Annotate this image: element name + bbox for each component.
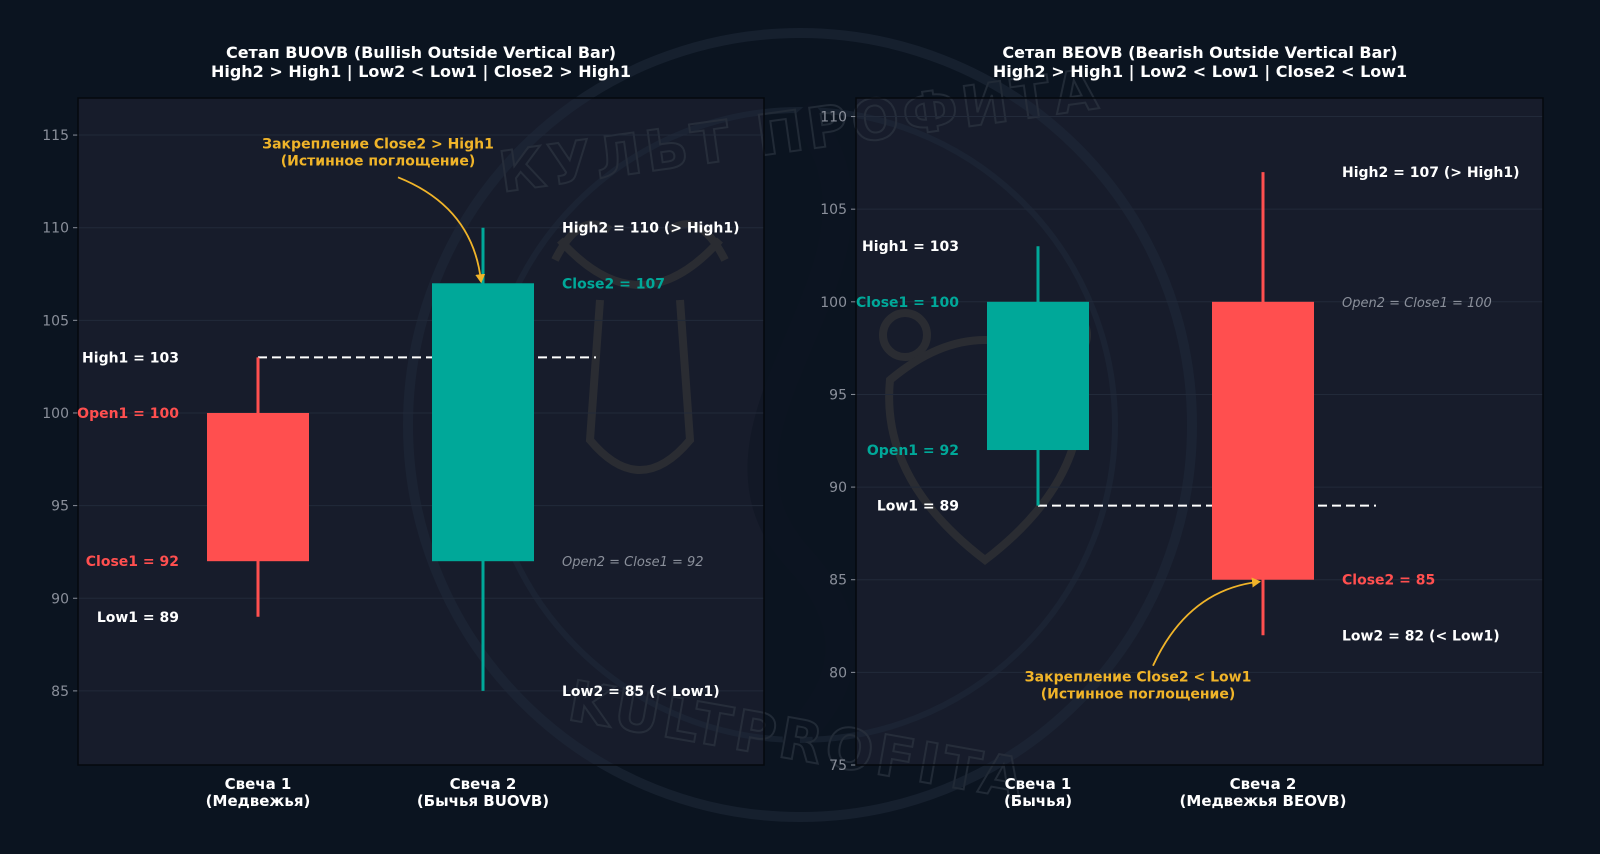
candle-1-body (207, 412, 309, 562)
y-tick-label: 105 (820, 202, 847, 218)
y-tick-label: 85 (829, 573, 847, 589)
x-tick-label-line2: (Медвежья BEOVB) (1180, 792, 1347, 810)
value-label: Low2 = 85 (< Low1) (562, 684, 720, 700)
value-label: Open1 = 100 (77, 406, 179, 422)
value-label: Close2 = 85 (1342, 573, 1435, 589)
plot-frame (855, 97, 1544, 766)
candle-2-body (432, 283, 534, 562)
annotation-line2: (Истинное поглощение) (1041, 687, 1236, 703)
value-label: Open1 = 92 (867, 443, 959, 459)
chart-panel-1: Сетап BUOVB (Bullish Outside Vertical Ba… (42, 43, 765, 810)
chart-title-line1: Сетап BUOVB (Bullish Outside Vertical Ba… (226, 43, 616, 62)
value-label: High1 = 103 (82, 350, 179, 366)
y-tick-label: 110 (820, 110, 847, 126)
x-tick-label-line2: (Медвежья) (206, 792, 311, 810)
candle-2-body (1212, 301, 1314, 580)
x-tick-label-line1: Свеча 2 (1230, 775, 1297, 793)
value-label: High2 = 110 (> High1) (562, 221, 739, 237)
y-tick-label: 80 (829, 665, 847, 681)
value-label: Low2 = 82 (< Low1) (1342, 628, 1500, 644)
annotation-line2: (Истинное поглощение) (281, 153, 476, 169)
chart-title-line1: Сетап BEOVB (Bearish Outside Vertical Ba… (1002, 43, 1397, 62)
annotation-line1: Закрепление Close2 < Low1 (1025, 670, 1252, 686)
y-tick-label: 100 (42, 406, 69, 422)
y-tick-label: 95 (51, 499, 69, 515)
watermark-outer-ring (403, 28, 1197, 822)
charts-layer: Сетап BUOVB (Bullish Outside Vertical Ba… (42, 43, 1544, 810)
x-tick-label-line1: Свеча 1 (225, 775, 292, 793)
annotation-line1: Закрепление Close2 > High1 (262, 136, 494, 152)
x-tick-label-line2: (Бычья) (1004, 792, 1072, 810)
x-tick-label-line1: Свеча 1 (1005, 775, 1072, 793)
panel-right-background (856, 98, 1543, 765)
value-label: Open2 = Close1 = 100 (1342, 296, 1492, 311)
value-label: High2 = 107 (> High1) (1342, 165, 1519, 181)
y-tick-label: 100 (820, 295, 847, 311)
x-tick-label-line1: Свеча 2 (450, 775, 517, 793)
y-tick-label: 90 (829, 480, 847, 496)
value-label: Open2 = Close1 = 92 (562, 555, 704, 570)
chart-title-line2: High2 > High1 | Low2 < Low1 | Close2 < L… (993, 62, 1407, 82)
chart-title-line2: High2 > High1 | Low2 < Low1 | Close2 > H… (211, 62, 631, 82)
value-label: Low1 = 89 (97, 610, 179, 626)
value-label: Close1 = 100 (856, 295, 959, 311)
y-tick-label: 75 (829, 758, 847, 774)
y-tick-label: 85 (51, 684, 69, 700)
candle-1-body (987, 301, 1089, 451)
panel-left-background (78, 98, 764, 765)
y-tick-label: 115 (42, 128, 69, 144)
chart-panel-2: Сетап BEOVB (Bearish Outside Vertical Ba… (820, 43, 1544, 810)
x-tick-label-line2: (Бычья BUOVB) (417, 792, 549, 810)
annotation-arrow (1152, 577, 1261, 667)
watermark-divider (747, 100, 856, 755)
y-tick-label: 95 (829, 387, 847, 403)
value-label: Close2 = 107 (562, 276, 665, 292)
plot-frame (77, 97, 765, 766)
y-tick-label: 110 (42, 221, 69, 237)
value-label: Low1 = 89 (877, 499, 959, 515)
y-tick-label: 90 (51, 591, 69, 607)
value-label: High1 = 103 (862, 239, 959, 255)
value-label: Close1 = 92 (86, 554, 179, 570)
annotation-arrow (397, 176, 486, 284)
y-tick-label: 105 (42, 313, 69, 329)
